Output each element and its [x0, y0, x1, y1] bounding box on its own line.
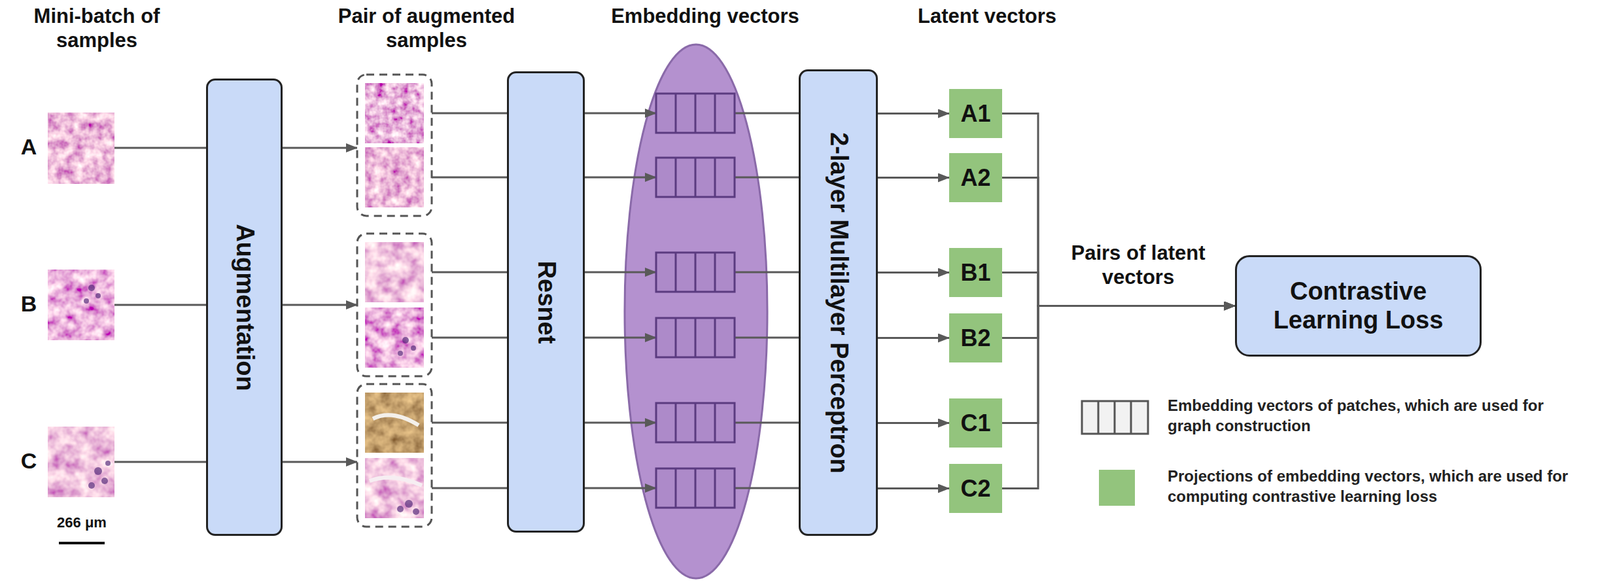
column-heading: Embedding vectors: [567, 3, 843, 29]
legend-vector-icon: [1081, 400, 1148, 434]
latent-vector: A1: [949, 88, 1003, 139]
node-text: B2: [960, 324, 991, 352]
latent-vector: A2: [949, 153, 1003, 203]
tissue-patch: [365, 307, 424, 368]
row-letter: C: [10, 447, 48, 475]
column-heading: Mini-batch of samples: [5, 3, 189, 53]
connector: [877, 487, 950, 490]
loss-box: Contrastive Learning Loss: [1234, 255, 1482, 357]
flow-lines: [584, 113, 799, 488]
tissue-patch: [365, 147, 424, 208]
tissue-patch: [47, 112, 115, 184]
node-text: C1: [960, 409, 991, 437]
resnet-block: Resnet: [506, 71, 585, 533]
connector: [877, 176, 950, 179]
tissue-patch: [47, 426, 115, 498]
embedding-dividers: [675, 93, 715, 508]
connector: [877, 271, 950, 274]
latent-vector: B2: [949, 313, 1003, 363]
scale-text: 266 μm: [32, 514, 131, 532]
legend-text: Projections of embedding vectors, which …: [1167, 465, 1580, 507]
augmentation-block: Augmentation: [206, 78, 283, 536]
tissue-patch: [365, 242, 424, 303]
node-text: 2-layer Multilayer Perceptron: [824, 132, 853, 474]
connector: [1002, 306, 1235, 339]
mlp-block: 2-layer Multilayer Perceptron: [798, 69, 878, 536]
flow-lines: [114, 113, 507, 488]
nuclei: [83, 284, 111, 489]
nuclei: [397, 336, 420, 515]
scale-bar: [58, 541, 105, 545]
column-heading: Pair of augmented samples: [308, 3, 545, 53]
row-letter: B: [10, 290, 48, 318]
connector: [1002, 177, 1235, 307]
tissue-patch: [365, 392, 424, 453]
node-text: A2: [960, 164, 991, 192]
arrow-label: Pairs of latent vectors: [1059, 240, 1217, 290]
node-text: C2: [960, 474, 991, 502]
node-text: B1: [960, 259, 991, 286]
tissue-patch: [365, 83, 424, 144]
node-text: Resnet: [531, 260, 561, 344]
embedding-vector: [656, 93, 735, 508]
legend-text: Embedding vectors of patches, which are …: [1167, 395, 1580, 436]
node-text: Augmentation: [230, 223, 260, 391]
node-text: Contrastive Learning Loss: [1248, 277, 1468, 335]
pair-box: [357, 74, 432, 527]
latent-vector: B1: [949, 247, 1003, 297]
latent-vector: C2: [949, 463, 1003, 513]
tissue-gap: [372, 414, 419, 426]
embedding-space: [624, 44, 768, 579]
tissue-patch: [47, 269, 115, 341]
latent-vector: C1: [949, 398, 1003, 448]
legend-swatch: [1098, 469, 1135, 506]
connector: [877, 112, 950, 115]
connector: [877, 336, 950, 339]
column-heading: Latent vectors: [888, 3, 1086, 29]
connector: [1002, 113, 1235, 307]
row-letter: A: [10, 133, 48, 161]
tissue-gap: [369, 477, 422, 486]
connector: [877, 421, 950, 424]
node-text: A1: [960, 100, 991, 127]
tissue-patch: [365, 457, 424, 519]
